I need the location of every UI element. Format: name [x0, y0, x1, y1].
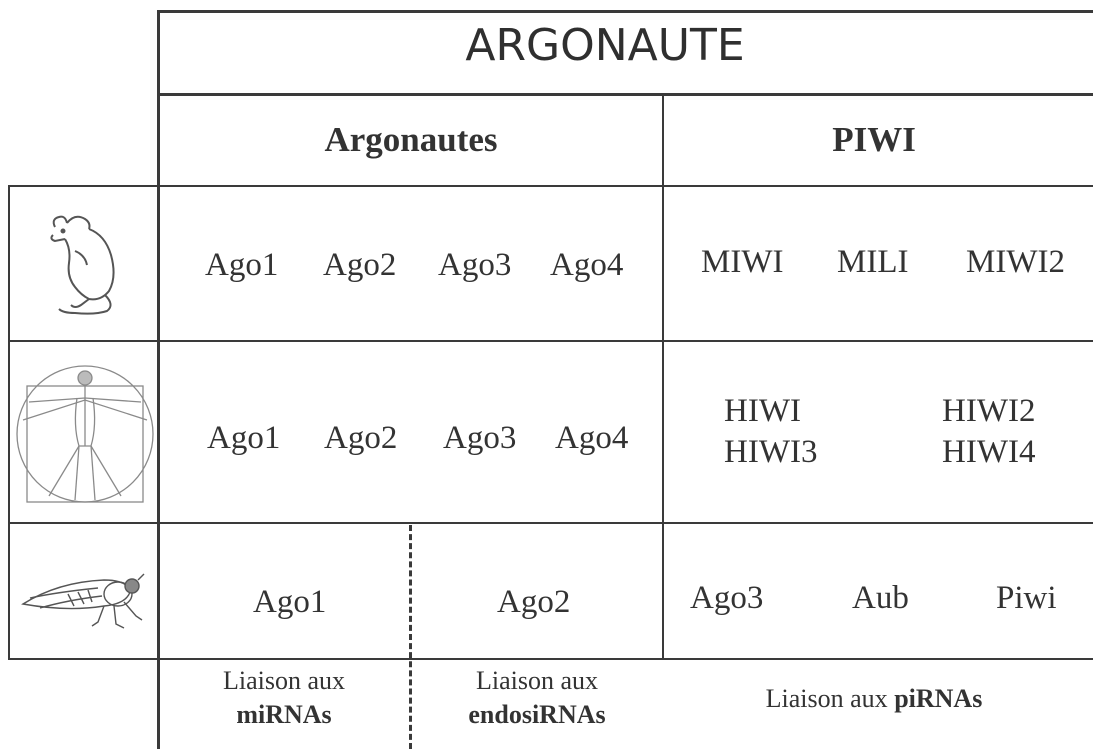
mouse-piwi-miwi2: MIWI2: [966, 244, 1065, 280]
divider-left: [157, 96, 160, 749]
footer-endosirna-line1: Liaison aux: [475, 666, 599, 695]
human-ago3: Ago3: [443, 420, 517, 456]
footer-pirna-prefix: Liaison aux: [765, 684, 895, 713]
footer-endosirna: Liaison aux endosiRNAs: [412, 664, 662, 732]
human-piwi-hiwi2: HIWI2: [942, 393, 1036, 429]
fruit-fly-icon: [21, 573, 145, 629]
human-ago4: Ago4: [555, 420, 629, 456]
human-piwi-hiwi3: HIWI3: [724, 434, 818, 470]
row-line-4: [8, 658, 1093, 660]
mouse-piwi-miwi: MIWI: [701, 244, 784, 280]
footer-pirna: Liaison aux piRNAs: [664, 682, 1084, 716]
mouse-piwi-mili: MILI: [837, 244, 909, 280]
mouse-ago4: Ago4: [550, 247, 624, 283]
row-line-1: [8, 185, 1093, 187]
mouse-ago3: Ago3: [438, 247, 512, 283]
human-ago2: Ago2: [324, 420, 398, 456]
footer-mirna-line1: Liaison aux: [222, 666, 346, 695]
divider-middle: [662, 96, 664, 660]
human-piwi-hiwi: HIWI: [724, 393, 801, 429]
fly-piwi-ago3: Ago3: [690, 580, 764, 616]
mouse-ago1: Ago1: [205, 247, 279, 283]
row-line-3: [8, 522, 1093, 524]
divider-dashed: [409, 525, 412, 749]
footer-mirna-line2: miRNAs: [236, 700, 332, 729]
fly-ago1: Ago1: [253, 584, 327, 620]
fly-ago2: Ago2: [497, 584, 571, 620]
divider-outer-left: [8, 185, 10, 660]
footer-pirna-bold: piRNAs: [894, 684, 983, 713]
footer-endosirna-line2: endosiRNAs: [468, 700, 606, 729]
row-line-2: [8, 340, 1093, 342]
title-box: [157, 10, 1093, 96]
mouse-ago2: Ago2: [323, 247, 397, 283]
vitruvian-man-icon: [16, 365, 154, 503]
title: ARGONAUTE: [465, 20, 745, 71]
header-argonautes: Argonautes: [324, 120, 498, 159]
header-piwi: PIWI: [832, 120, 916, 159]
footer-mirna: Liaison aux miRNAs: [160, 664, 408, 732]
fly-piwi-piwi: Piwi: [996, 580, 1057, 616]
fly-piwi-aub: Aub: [852, 580, 909, 616]
human-piwi-hiwi4: HIWI4: [942, 434, 1036, 470]
mouse-icon: [50, 215, 115, 315]
human-ago1: Ago1: [207, 420, 281, 456]
